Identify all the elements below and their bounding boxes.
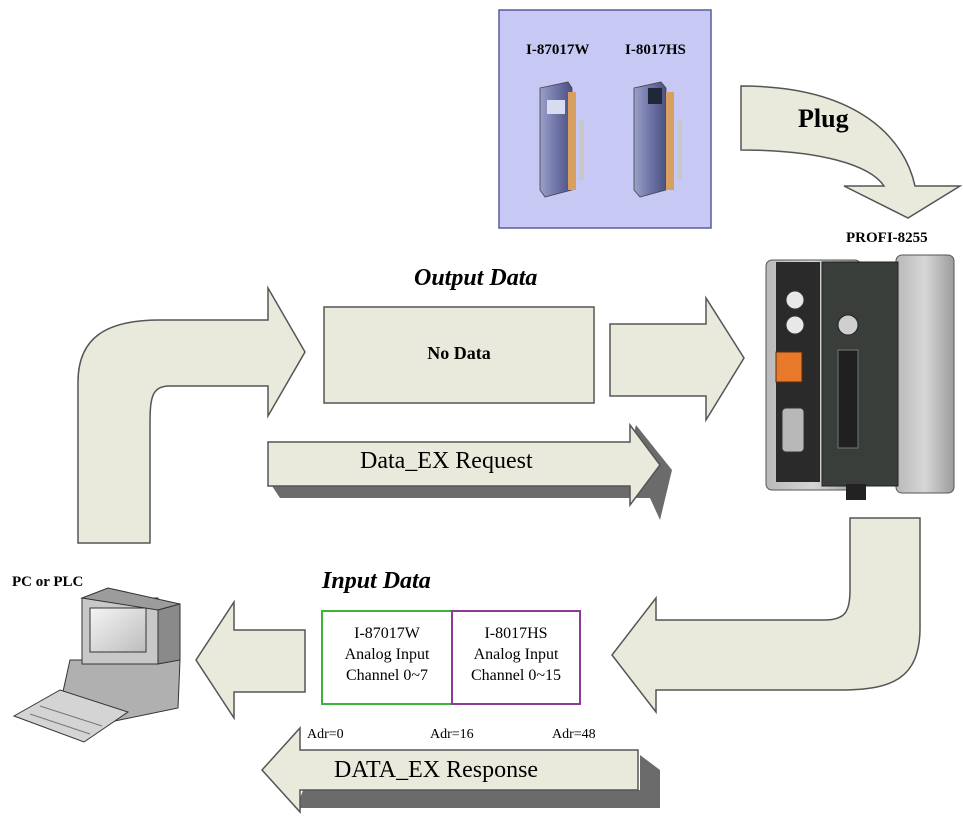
module-a-label: I-87017W [526, 42, 590, 58]
address-48: Adr=48 [552, 727, 596, 742]
response-arrow [260, 726, 660, 814]
output-data-box [323, 306, 595, 404]
output-to-device-arrow [609, 295, 745, 423]
input-cell-a: I-87017W Analog Input Channel 0~7 [322, 623, 452, 686]
input-cell-a-border [321, 610, 453, 705]
plug-label: Plug [798, 104, 849, 133]
profi-8255-device [765, 254, 955, 500]
input-cell-a-line3: Channel 0~7 [346, 667, 428, 684]
input-cell-b-line1: I-8017HS [484, 625, 548, 642]
module-b-image [633, 81, 682, 198]
address-0: Adr=0 [307, 727, 344, 742]
module-b-label: I-8017HS [625, 42, 686, 58]
output-data-box-text: No Data [427, 343, 491, 363]
output-data-title: Output Data [414, 265, 538, 291]
plug-arrow [740, 85, 963, 219]
pc-label: PC or PLC [12, 574, 84, 590]
request-arrow [267, 422, 672, 520]
input-cell-b-border [451, 610, 581, 705]
device-label: PROFI-8255 [846, 230, 928, 246]
pc-computer [12, 587, 181, 743]
address-16: Adr=16 [430, 727, 474, 742]
input-to-pc-arrow [195, 599, 306, 721]
input-cell-b-line3: Channel 0~15 [471, 667, 561, 684]
input-cell-b: I-8017HS Analog Input Channel 0~15 [452, 623, 580, 686]
input-cell-b-line2: Analog Input [473, 646, 559, 663]
input-cell-a-line1: I-87017W [354, 625, 420, 642]
device-to-input-arrow [611, 517, 921, 715]
response-label: DATA_EX Response [334, 757, 539, 783]
modules-panel [498, 9, 712, 229]
input-cell-a-line2: Analog Input [344, 646, 430, 663]
input-data-title: Input Data [322, 568, 431, 594]
module-a-image [539, 81, 584, 198]
pc-to-output-arrow [77, 285, 306, 544]
request-label: Data_EX Request [360, 448, 533, 474]
